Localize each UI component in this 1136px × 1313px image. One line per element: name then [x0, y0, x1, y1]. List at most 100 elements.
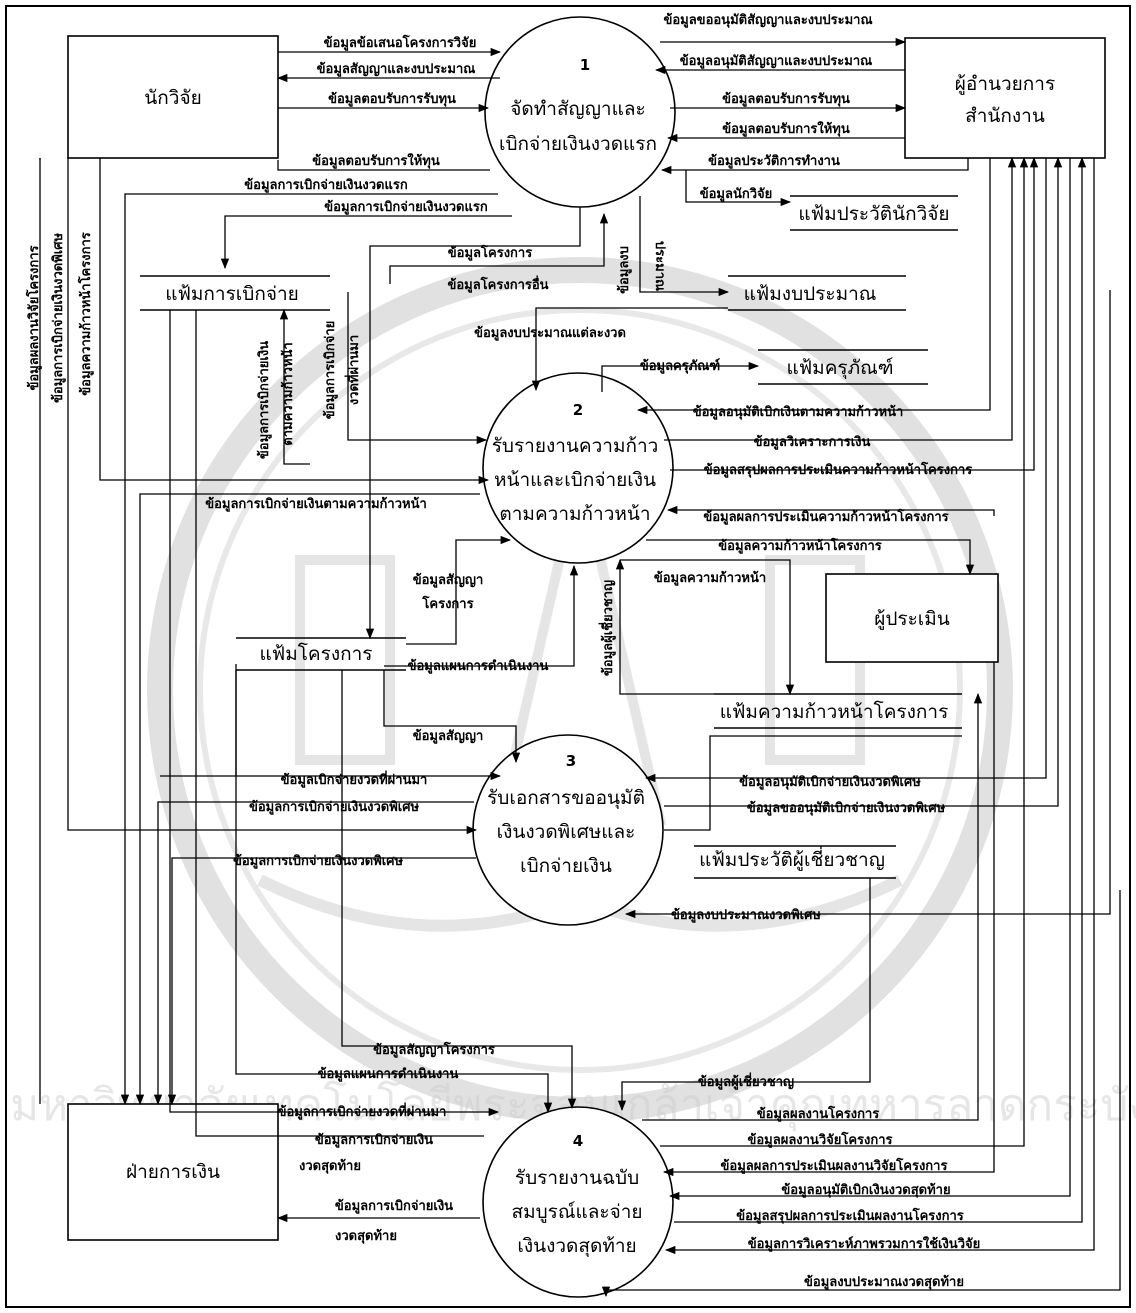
flow-line-f16	[531, 307, 728, 392]
flow-line-f21	[666, 505, 995, 516]
flow-line-f39	[195, 310, 484, 1137]
flow-line-f38	[169, 310, 500, 1117]
flow-line-f31	[67, 158, 478, 835]
flow-line-f35	[341, 670, 577, 1110]
flow-label-f32: ข้อมูลอนุมัติเบิกจ่ายเงินงวดพิเศษ	[739, 774, 921, 790]
flow-label-f41: ข้อมูลผลงานโครงการ	[757, 1105, 880, 1122]
flow-label-f27: ข้อมูลสัญญา	[413, 728, 484, 744]
flow-line-f37	[617, 878, 871, 1112]
store-expert-history[interactable]: แฟ้มประวัติผู้เชี่ยวชาญ	[694, 845, 896, 879]
store-progress[interactable]: แฟ้มความก้าวหน้าโครงการ	[714, 693, 962, 729]
flow-label-f16: ข้อมูลงบประมาณแต่ละงวด	[474, 325, 626, 341]
flow-line-f06	[220, 215, 512, 270]
flow-line-f26	[384, 564, 579, 667]
flow-label-f17: ข้อมูลครุภัณฑ์	[640, 358, 720, 374]
flow-line-f05	[120, 193, 498, 1106]
flow-line-f11	[660, 158, 969, 175]
flow-label-v4: ข้อมูลการเบิกจ่ายเงิน	[256, 341, 272, 459]
process-4[interactable]: 4 รับรายงานฉบับ สมบูรณ์และจ่าย เงินงวดสุ…	[482, 1106, 674, 1298]
entity-evaluator[interactable]: ผู้ประเมิน	[825, 573, 999, 663]
flow-line-f47	[601, 890, 1121, 1298]
flow-line-f18	[636, 158, 991, 415]
process-1-number: 1	[580, 56, 590, 74]
process-2[interactable]: 2 รับรายงานความก้าว หน้าและเบิกจ่ายเงิน …	[482, 372, 674, 564]
flow-label-f23: ข้อมูลความก้าวหน้า	[654, 570, 766, 586]
flow-line-f42	[660, 156, 1029, 1147]
flow-label-f24: ข้อมูลการเบิกจ่ายเงินตามความก้าวหน้า	[205, 496, 427, 512]
process-4-line-1: รับรายงานฉบับ	[515, 1167, 639, 1189]
flow-label-f06: ข้อมูลการเบิกจ่ายเงินงวดแรก	[324, 199, 488, 215]
entity-director-label-2: สำนักงาน	[965, 105, 1045, 127]
flow-label-f26: ข้อมูลแผนการดำเนินงาน	[408, 658, 549, 674]
flow-line-f25	[406, 535, 512, 645]
flow-label-f31: ข้อมูลการเบิกจ่ายเงินงวดพิเศษ	[233, 853, 404, 869]
store-disbursement[interactable]: แฟ้มการเบิกจ่าย	[140, 275, 330, 311]
entity-finance-label: ฝ่ายการเงิน	[126, 1161, 220, 1183]
flow-label-f34: ข้อมูลงบประมาณงวดพิเศษ	[671, 907, 821, 923]
store-budget[interactable]: แฟ้มงบประมาณ	[728, 275, 906, 311]
flow-label-f11: ข้อมูลประวัติการทำงาน	[708, 153, 840, 169]
entity-director[interactable]: ผู้อำนวยการ สำนักงาน	[904, 37, 1106, 159]
flow-label-f18: ข้อมูลอนุมัติเบิกเงินตามความก้าวหน้า	[693, 404, 904, 420]
flow-label-v5: ตามความก้าวหน้า	[280, 342, 296, 445]
process-2-line-1: รับรายงานความก้าว	[492, 435, 659, 457]
flow-label-f15a: ข้อมูลงบ	[616, 246, 632, 294]
process-2-line-2: หน้าและเบิกจ่ายเงิน	[494, 469, 656, 491]
process-4-line-2: สมบูรณ์และจ่าย	[511, 1201, 642, 1223]
store-researcher-history-label: แฟ้มประวัตินักวิจัย	[798, 203, 949, 225]
flow-label-f22: ข้อมูลความก้าวหน้าโครงการ	[718, 537, 882, 554]
flow-label-f09: ข้อมูลตอบรับการรับทุน	[722, 91, 850, 107]
flow-line-f34	[624, 290, 1111, 919]
process-3-line-3: เบิกจ่ายเงิน	[520, 855, 612, 877]
flow-label-f39b: งวดสุดท้าย	[299, 1158, 361, 1174]
flow-label-f40b: งวดสุดท้าย	[335, 1228, 397, 1244]
flow-label-f25a: ข้อมูลสัญญา	[413, 572, 484, 588]
flow-label-v1: ข้อมูลผลงานวิจัยโครงการ	[25, 245, 42, 390]
flow-label-v7: งวดที่ผ่านมา	[344, 335, 362, 405]
process-2-line-3: ตามความก้าวหน้า	[499, 503, 650, 525]
flow-line-f46	[664, 158, 1095, 1255]
process-1[interactable]: 1 จัดทำสัญญาและ เบิกจ่ายเงินงวดแรก	[484, 16, 676, 208]
flow-label-f44: ข้อมูลอนุมัติเบิกเงินงวดสุดท้าย	[781, 1182, 950, 1198]
flow-line-v6	[347, 292, 488, 445]
flow-lines	[39, 37, 1121, 1298]
flow-label-f39a: ข้อมูลการเบิกจ่ายเงิน	[315, 1132, 433, 1148]
process-3-line-2: เงินงวดพิเศษและ	[497, 821, 636, 843]
flow-label-f42: ข้อมูลผลงานวิจัยโครงการ	[747, 1131, 892, 1148]
flow-label-v3: ข้อมูลความก้าวหน้าโครงการ	[77, 232, 94, 396]
entity-researcher[interactable]: นักวิจัย	[67, 35, 279, 159]
flow-label-f35: ข้อมูลสัญญาโครงการ	[373, 1041, 495, 1058]
flow-label-f43: ข้อมูลผลการประเมินผลงานวิจัยโครงการ	[721, 1157, 948, 1174]
process-4-number: 4	[573, 1132, 583, 1150]
entity-finance[interactable]: ฝ่ายการเงิน	[67, 1103, 279, 1241]
store-researcher-history[interactable]: แฟ้มประวัตินักวิจัย	[790, 195, 958, 231]
flow-label-f02: ข้อมูลสัญญาและงบประมาณ	[317, 61, 476, 77]
process-3-number: 3	[566, 752, 576, 770]
flow-line-f22	[646, 539, 975, 576]
process-3[interactable]: 3 รับเอกสารขออนุมัติ เงินงวดพิเศษและ เบิ…	[472, 734, 664, 926]
process-1-line-1: จัดทำสัญญาและ	[510, 98, 645, 120]
flow-label-f29: ข้อมูลเบิกจ่ายงวดที่ผ่านมา	[281, 770, 428, 788]
flow-line-f36	[235, 670, 553, 1114]
flow-line-f15	[639, 196, 730, 297]
store-project[interactable]: แฟ้มโครงการ	[236, 637, 406, 671]
flow-label-f21: ข้อมูลผลการประเมินความก้าวหน้าโครงการ	[703, 508, 948, 525]
process-4-line-3: เงินงวดสุดท้าย	[517, 1235, 636, 1258]
entity-director-label-1: ผู้อำนวยการ	[955, 73, 1055, 95]
flow-line-f27	[383, 670, 521, 764]
flow-label-f25b: โครงการ	[421, 595, 473, 612]
flow-line-f28	[615, 558, 714, 695]
flow-label-v6: ข้อมูลการเบิกจ่าย	[322, 321, 338, 419]
flow-line-f24	[135, 493, 480, 1106]
store-equipment[interactable]: แฟ้มครุภัณฑ์	[758, 349, 928, 385]
flow-line-v4	[279, 308, 310, 465]
flow-line-f04	[277, 160, 490, 171]
flow-label-f30: ข้อมูลการเบิกจ่ายเงินงวดพิเศษ	[249, 799, 420, 815]
process-1-line-2: เบิกจ่ายเงินงวดแรก	[499, 133, 657, 155]
flow-line-f31b	[167, 857, 476, 1106]
entity-researcher-label: นักวิจัย	[144, 87, 201, 109]
store-progress-label: แฟ้มความก้าวหน้าโครงการ	[720, 700, 949, 723]
store-equipment-label: แฟ้มครุภัณฑ์	[786, 357, 893, 380]
flow-label-f07: ข้อมูลขออนุมัติสัญญาและงบประมาณ	[663, 12, 872, 28]
